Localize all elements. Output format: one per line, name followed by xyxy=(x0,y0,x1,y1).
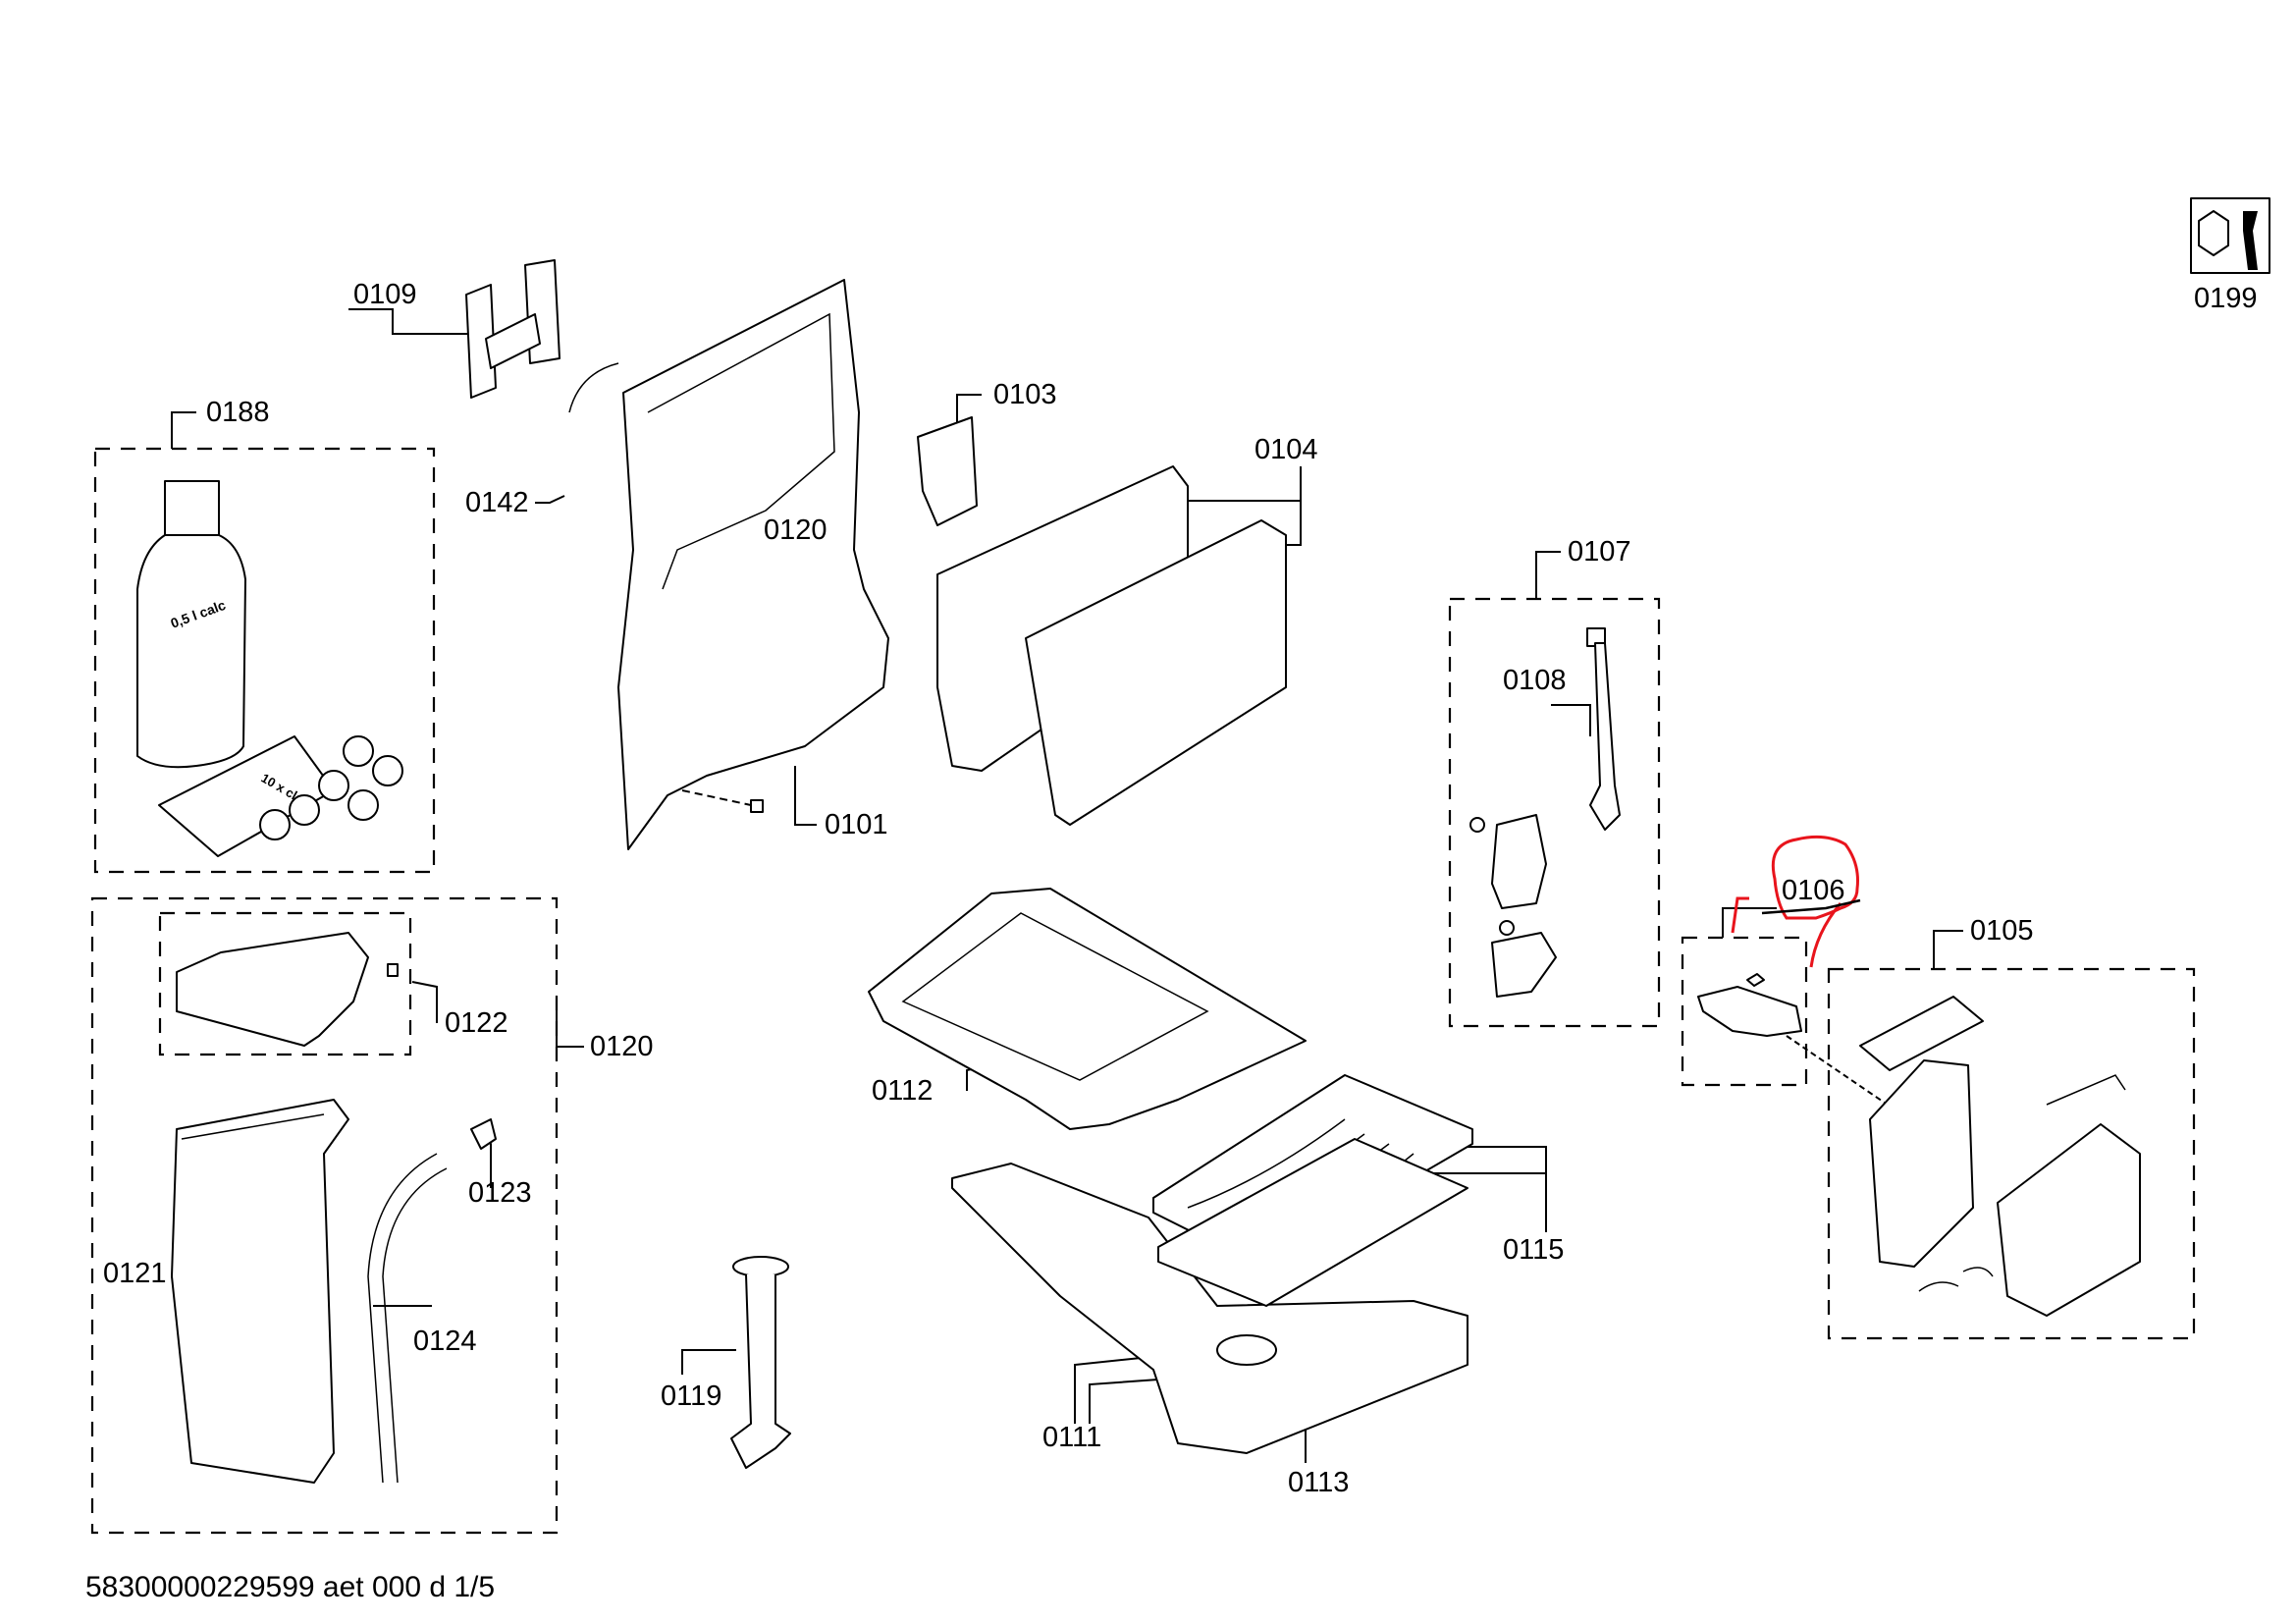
red-annotation-circle xyxy=(1731,835,1861,968)
group-box-0105 xyxy=(1827,967,2196,1340)
part-0109-bracket xyxy=(465,259,561,399)
label-0120-wiring[interactable]: 0120 xyxy=(764,514,828,546)
part-0108-valve-assembly xyxy=(1469,627,1621,998)
label-0111[interactable]: 0111 xyxy=(1042,1422,1102,1453)
label-0199[interactable]: 0199 xyxy=(2194,283,2258,314)
label-0107[interactable]: 0107 xyxy=(1568,536,1631,568)
label-0115[interactable]: 0115 xyxy=(1503,1234,1565,1266)
part-0104-panel xyxy=(936,465,1287,826)
cleaning-tablets: 10 x clean xyxy=(158,735,403,857)
label-0121[interactable]: 0121 xyxy=(103,1258,167,1289)
label-0103[interactable]: 0103 xyxy=(993,379,1057,410)
group-box-0188 xyxy=(93,447,436,874)
label-0120-tank-group[interactable]: 0120 xyxy=(590,1031,654,1062)
part-0105-tank-assembly xyxy=(1859,996,2141,1317)
part-0111-base-tray xyxy=(951,1163,1468,1454)
part-0119-tube xyxy=(730,1256,791,1469)
label-0101[interactable]: 0101 xyxy=(825,809,888,840)
label-0113[interactable]: 0113 xyxy=(1288,1467,1350,1498)
label-0105[interactable]: 0105 xyxy=(1970,915,2034,947)
label-0142[interactable]: 0142 xyxy=(465,487,529,518)
document-footer: 58300000229599 aet 000 d 1/5 xyxy=(85,1571,496,1603)
part-0121-water-tank xyxy=(171,1099,349,1484)
group-box-0120 xyxy=(90,896,559,1535)
label-0112[interactable]: 0112 xyxy=(872,1075,934,1107)
group-box-0107 xyxy=(1448,597,1661,1028)
group-box-0122 xyxy=(158,911,412,1056)
part-0106-lever xyxy=(1697,973,1802,1037)
label-0106[interactable]: 0106 xyxy=(1782,875,1845,906)
group-box-0106 xyxy=(1681,936,1808,1087)
part-0122-lid xyxy=(176,932,399,1047)
descaler-bottle: 0,5 l calc xyxy=(136,480,246,769)
part-0101-housing-frame xyxy=(568,279,889,850)
label-0104[interactable]: 0104 xyxy=(1255,434,1318,465)
label-0124[interactable]: 0124 xyxy=(413,1326,477,1357)
part-0115-grille xyxy=(1152,1074,1473,1307)
part-0124-hose xyxy=(367,1153,448,1484)
label-0109[interactable]: 0109 xyxy=(353,279,417,310)
label-0123[interactable]: 0123 xyxy=(468,1177,532,1209)
label-0119[interactable]: 0119 xyxy=(661,1380,722,1412)
label-0108[interactable]: 0108 xyxy=(1503,665,1567,696)
part-0103-holder xyxy=(917,416,978,526)
part-0112-drip-tray xyxy=(868,888,1307,1130)
part-0123-valve xyxy=(470,1118,497,1150)
label-0122[interactable]: 0122 xyxy=(445,1007,508,1039)
tool-kit-icon xyxy=(2190,197,2270,274)
label-0188[interactable]: 0188 xyxy=(206,397,270,428)
